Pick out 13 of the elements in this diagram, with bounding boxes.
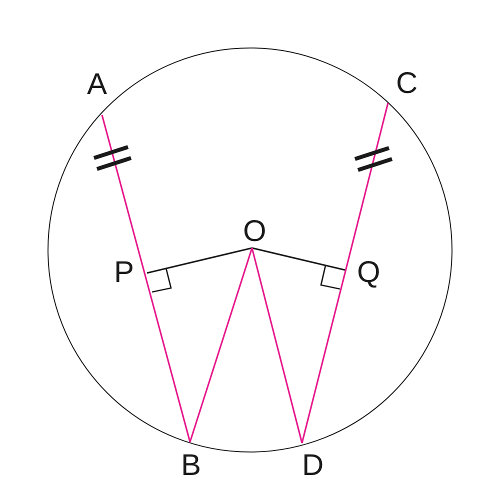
line-segment: [251, 248, 303, 444]
point-label: D: [302, 451, 324, 481]
point-label: O: [243, 217, 266, 247]
point-label: B: [181, 451, 202, 481]
point-label: A: [87, 70, 108, 100]
line-segment: [301, 102, 389, 444]
point-label: P: [114, 258, 134, 288]
line-segment: [146, 247, 252, 274]
point-label: Q: [357, 258, 380, 288]
line-segment: [189, 248, 253, 442]
point-label: C: [396, 69, 418, 99]
line-segment: [101, 114, 191, 442]
line-segment: [252, 247, 346, 271]
